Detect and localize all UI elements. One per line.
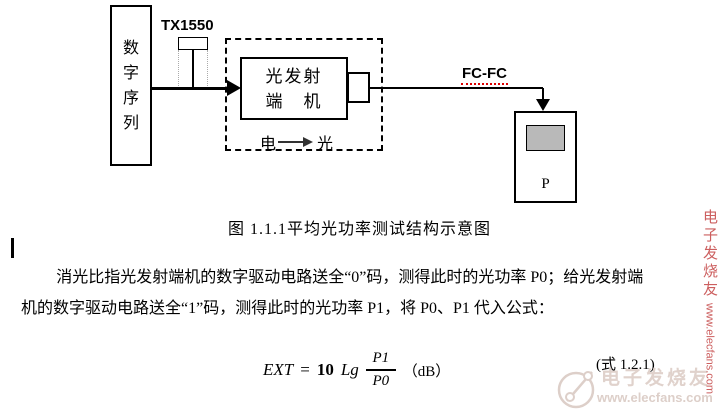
formula-unit: （dB） — [402, 363, 451, 380]
formula-log: Lg — [340, 360, 359, 379]
fcfc-label: FC-FC — [461, 65, 508, 85]
signal-arrow-head-icon — [227, 80, 241, 96]
figure-caption: 图 1.1.1平均光功率测试结构示意图 — [228, 221, 492, 238]
watermark-url-text: www.elecfans.com — [597, 390, 713, 405]
power-meter-box: P — [514, 111, 577, 203]
optical-transmitter-box: 光发射 端 机 — [240, 57, 348, 120]
fraction-bar — [365, 369, 396, 371]
optical-label: 光 — [317, 136, 334, 153]
side-watermark-brand-text: 电子发烧友 — [701, 209, 717, 299]
tx1550-guide-line-right — [207, 50, 208, 88]
formula-coefficient: 10 — [316, 360, 334, 379]
seq-char: 数 — [122, 39, 139, 57]
electrical-to-optical-annotation: 电 光 — [260, 130, 333, 154]
tx1550-guide-line-left — [178, 50, 179, 88]
power-meter-screen — [526, 125, 565, 151]
side-watermark-url-text: www.elecfans.com — [703, 303, 716, 395]
transmitter-label-line1: 光发射 — [265, 66, 323, 86]
output-port-rect — [347, 72, 370, 103]
fraction-denominator: P0 — [372, 373, 390, 389]
formula-fraction: P1 P0 — [365, 350, 396, 390]
body-paragraph: 消光比指光发射端机的数字驱动电路送全“0”码，测得此时的光功率 P0；给光发射端… — [21, 262, 713, 324]
seq-char: 字 — [122, 64, 139, 82]
eo-arrow-head-icon — [303, 137, 314, 147]
ext-formula: EXT = 10 Lg P1 P0 （dB） — [263, 341, 450, 399]
side-watermark: 电子发烧友 www.elecfans.com — [699, 209, 718, 394]
fiber-arrow-head-icon — [536, 99, 550, 111]
equation-number: (式 1.2.1) — [596, 357, 655, 373]
electrical-label: 电 — [260, 136, 277, 153]
seq-char: 序 — [122, 89, 139, 107]
fiber-drop-line — [542, 88, 544, 101]
fiber-line — [370, 87, 543, 89]
paragraph-line-2: 机的数字驱动电路送全“1”码，测得此时的光功率 P1，将 P0、P1 代入公式： — [21, 300, 554, 317]
fraction-numerator: P1 — [372, 350, 390, 366]
tx1550-label: TX1550 — [161, 17, 214, 34]
eo-conversion-dashed-box — [225, 38, 383, 151]
signal-arrow-line — [152, 87, 230, 90]
formula-equals: = — [300, 360, 310, 379]
watermark-brand-text: 电子发烧友 — [601, 368, 712, 389]
transmitter-label-line2: 端 机 — [265, 91, 323, 111]
formula-lhs: EXT — [263, 360, 294, 379]
eo-arrow-line — [278, 141, 304, 143]
paragraph-line-1: 消光比指光发射端机的数字驱动电路送全“0”码，测得此时的光功率 P0；给光发射端 — [56, 269, 644, 286]
digital-sequence-box: 数 字 序 列 — [110, 5, 152, 166]
tx1550-connector-stem — [192, 50, 194, 88]
tx1550-connector-symbol — [178, 37, 208, 50]
power-meter-label: P — [541, 176, 550, 192]
text-cursor-mark — [11, 238, 14, 258]
elecfans-logo-icon — [557, 371, 595, 409]
seq-char: 列 — [122, 114, 139, 132]
